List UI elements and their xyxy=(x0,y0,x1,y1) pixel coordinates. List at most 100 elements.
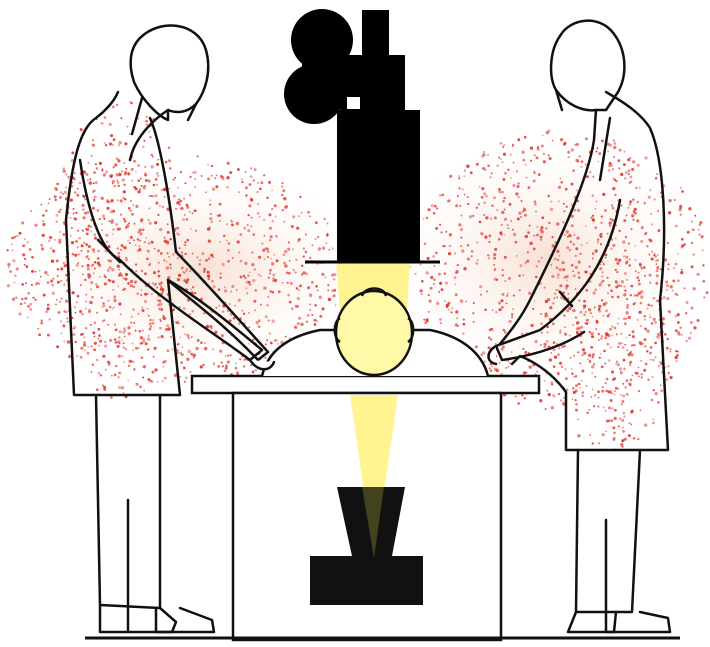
scatter-dot xyxy=(667,242,669,244)
scatter-dot xyxy=(544,408,546,410)
scatter-dot xyxy=(618,159,621,162)
scatter-dot xyxy=(630,353,633,356)
scatter-dot xyxy=(640,409,642,411)
scatter-dot xyxy=(599,267,602,270)
scatter-dot xyxy=(549,358,552,361)
scatter-dot xyxy=(48,202,50,204)
scatter-dot xyxy=(641,342,643,344)
scatter-dot xyxy=(500,309,502,311)
scatter-dot xyxy=(172,253,174,255)
scatter-dot xyxy=(212,256,214,258)
scatter-dot xyxy=(60,267,63,270)
scatter-dot xyxy=(248,281,251,284)
scatter-dot xyxy=(598,442,600,444)
scatter-dot xyxy=(155,194,158,197)
scatter-dot xyxy=(631,330,634,333)
scatter-dot xyxy=(421,280,424,283)
scatter-dot xyxy=(651,250,653,252)
scatter-dot xyxy=(556,222,559,225)
scatter-dot xyxy=(265,315,268,318)
scatter-dot xyxy=(610,347,612,349)
scatter-dot xyxy=(289,301,292,304)
scatter-dot xyxy=(139,342,141,344)
scatter-dot xyxy=(536,226,538,228)
scatter-dot xyxy=(51,260,54,263)
scatter-dot xyxy=(622,430,625,433)
scatter-dot xyxy=(325,242,327,244)
scatter-dot xyxy=(88,276,91,279)
scatter-dot xyxy=(162,361,164,363)
scatter-dot xyxy=(83,336,85,338)
scatter-dot xyxy=(56,214,59,217)
scatter-dot xyxy=(94,261,96,263)
scatter-dot xyxy=(153,271,156,274)
scatter-dot xyxy=(135,187,138,190)
scatter-dot xyxy=(604,209,607,212)
scatter-dot xyxy=(226,240,228,242)
scatter-dot xyxy=(623,293,626,296)
scatter-dot xyxy=(96,312,98,314)
scatter-dot xyxy=(135,270,137,272)
scatter-dot xyxy=(677,331,680,334)
scatter-dot xyxy=(269,269,272,272)
scatter-dot xyxy=(327,284,329,286)
scatter-dot xyxy=(148,264,150,266)
scatter-dot xyxy=(457,264,459,266)
scatter-dot xyxy=(123,218,125,220)
scatter-dot xyxy=(149,322,152,325)
scatter-dot xyxy=(538,173,541,176)
scatter-dot xyxy=(634,372,637,375)
scatter-dot xyxy=(45,210,47,212)
scatter-dot xyxy=(284,250,287,253)
scatter-dot xyxy=(617,323,619,325)
scatter-dot xyxy=(693,326,696,329)
scatter-dot xyxy=(251,217,253,219)
scatter-dot xyxy=(19,232,22,235)
scatter-dot xyxy=(628,434,631,437)
scatter-dot xyxy=(297,322,300,325)
scatter-dot xyxy=(182,218,185,221)
scatter-dot xyxy=(581,160,584,163)
scatter-dot xyxy=(196,256,198,258)
scatter-dot xyxy=(488,257,490,259)
scatter-dot xyxy=(534,154,536,156)
scatter-dot xyxy=(83,242,85,244)
scatter-dot xyxy=(30,210,32,212)
scatter-dot xyxy=(185,377,187,379)
scatter-dot xyxy=(258,325,261,328)
scatter-dot xyxy=(116,180,118,182)
scatter-dot xyxy=(93,336,95,338)
scatter-dot xyxy=(208,257,211,260)
scatter-dot xyxy=(512,308,514,310)
scatter-dot xyxy=(118,141,121,144)
scatter-dot xyxy=(274,204,277,207)
scatter-dot xyxy=(57,275,59,277)
scatter-dot xyxy=(626,311,629,314)
scatter-dot xyxy=(121,275,123,277)
scatter-dot xyxy=(112,183,114,185)
scatter-dot xyxy=(291,307,293,309)
scatter-dot xyxy=(129,242,131,244)
scatter-dot xyxy=(518,182,520,184)
scatter-dot xyxy=(197,155,199,157)
scatter-dot xyxy=(115,328,117,330)
scatter-dot xyxy=(440,322,442,324)
scatter-dot xyxy=(290,282,293,285)
scatter-dot xyxy=(539,399,542,402)
scatter-dot xyxy=(239,233,242,236)
scatter-dot xyxy=(123,198,126,201)
scatter-dot xyxy=(577,160,579,162)
scatter-dot xyxy=(184,182,186,184)
scatter-dot xyxy=(614,194,616,196)
scatter-dot xyxy=(315,285,318,288)
scatter-dot xyxy=(650,359,652,361)
scatter-dot xyxy=(543,343,546,346)
scatter-dot xyxy=(230,290,232,292)
scatter-dot xyxy=(434,205,437,208)
scatter-dot xyxy=(264,259,266,261)
scatter-dot xyxy=(309,215,311,217)
scatter-dot xyxy=(575,384,578,387)
scatter-dot xyxy=(465,300,467,302)
scatter-dot xyxy=(517,196,519,198)
